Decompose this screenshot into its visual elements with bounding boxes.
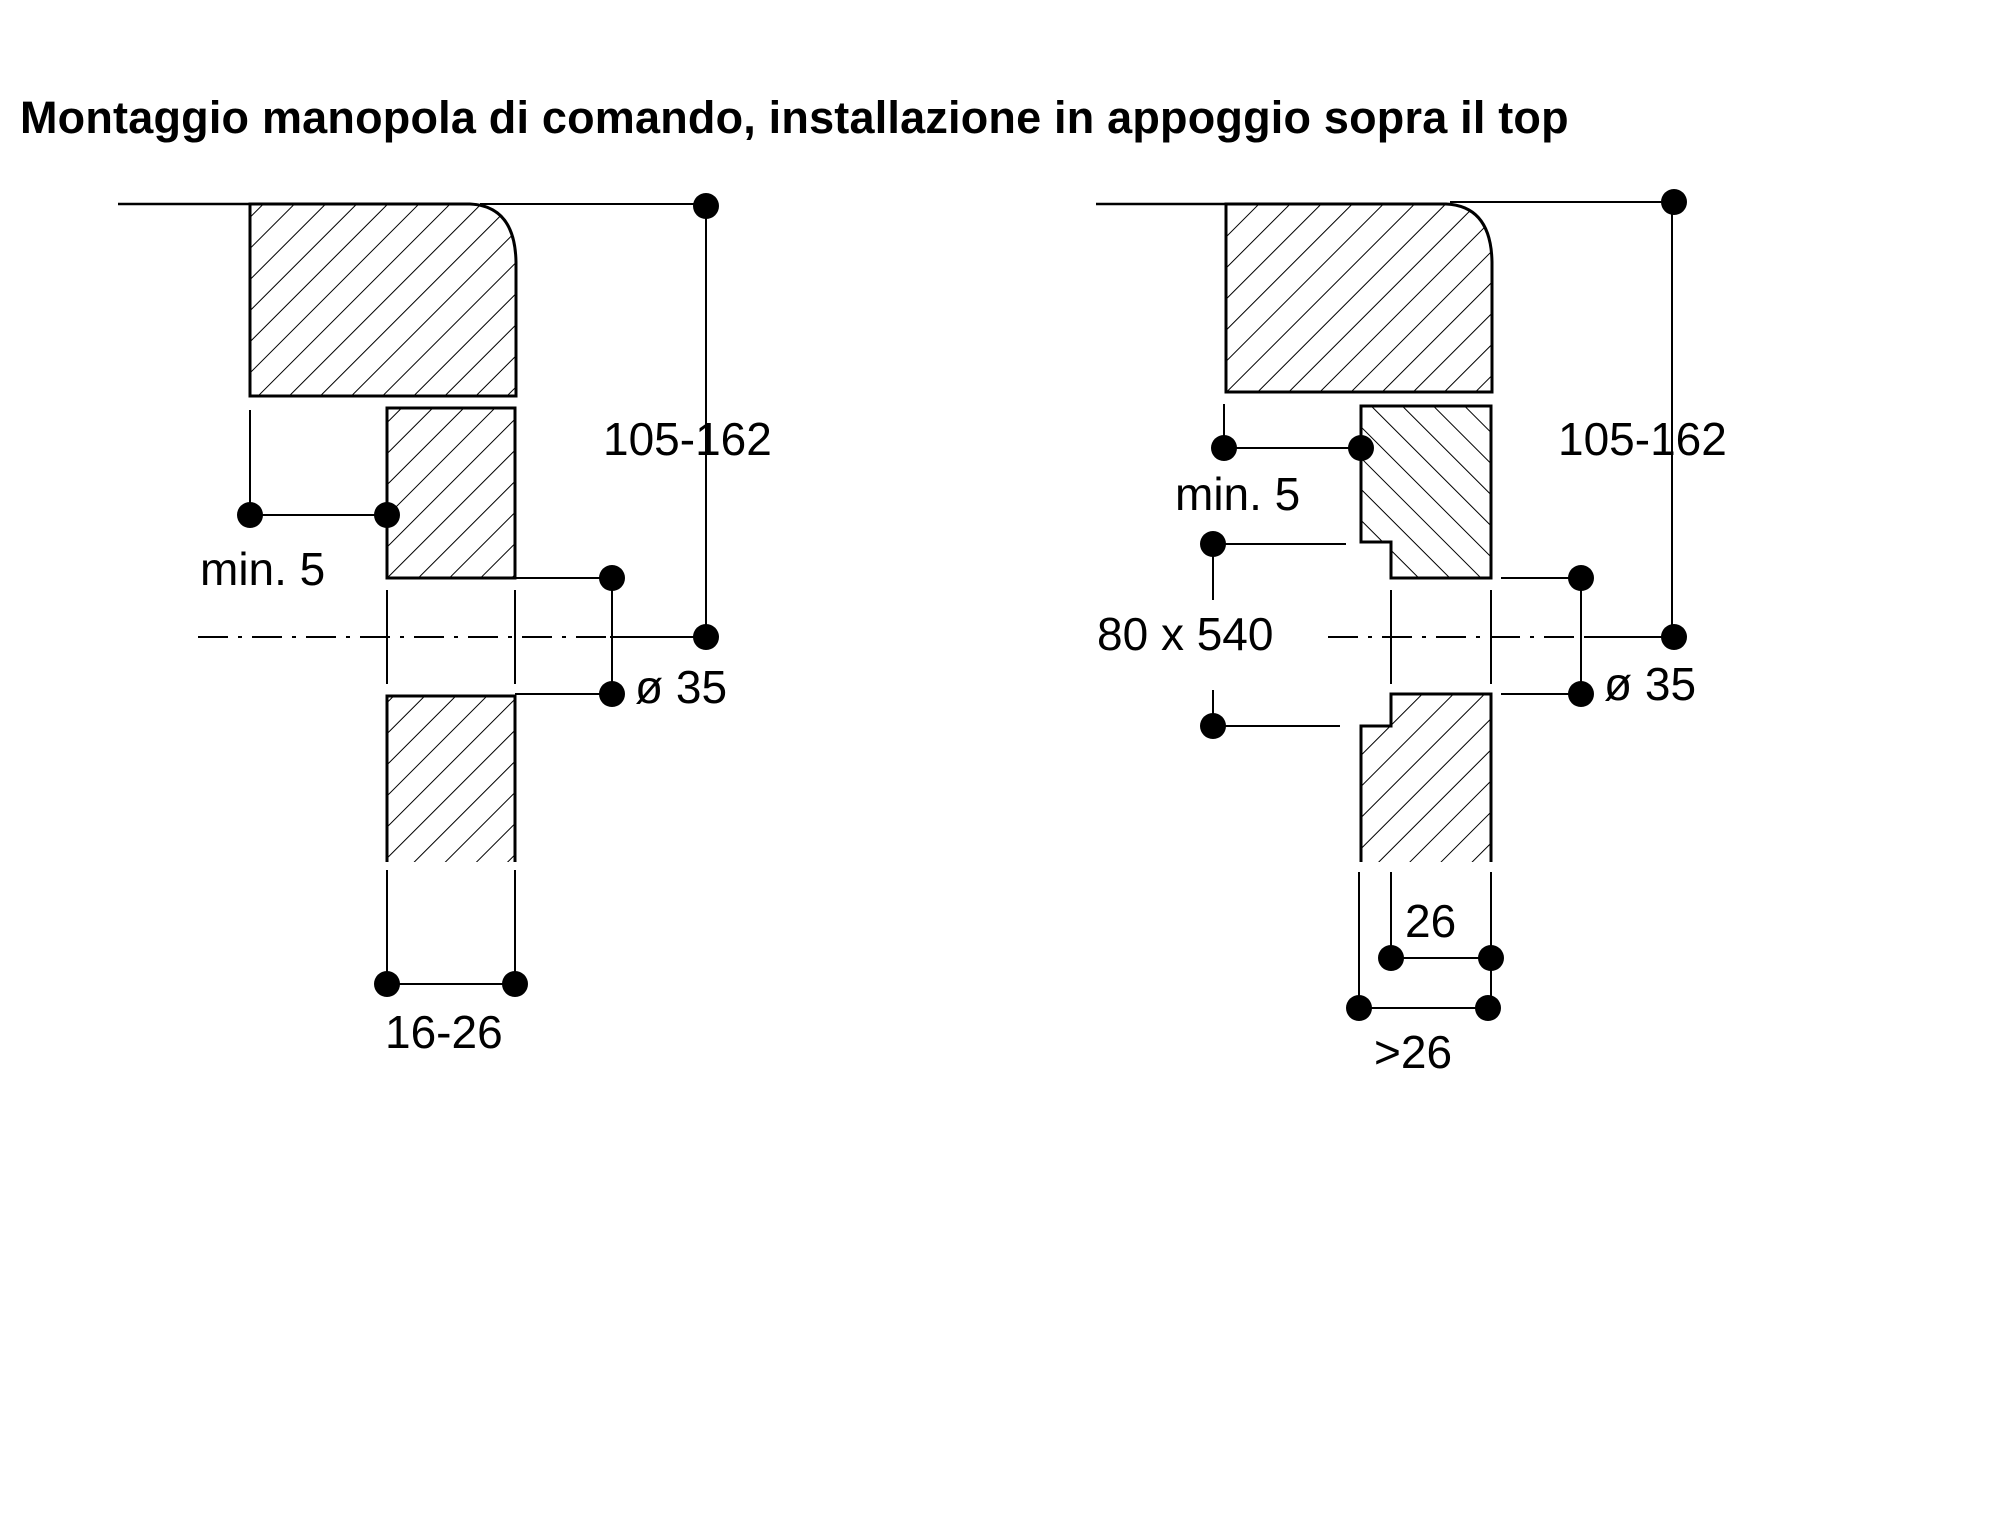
page-title: Montaggio manopola di comando, installaz… (20, 92, 1569, 143)
left-dimension-dots (237, 193, 719, 997)
left-front-panel-upper (385, 406, 517, 580)
left-front-panel-lower (385, 694, 517, 862)
right-outer-thickness-label: >26 (1374, 1026, 1452, 1078)
right-height-range-label: 105-162 (1558, 413, 1727, 465)
right-min-offset-label: min. 5 (1175, 468, 1300, 520)
right-worktop-block (1224, 202, 1494, 394)
right-diagram (1096, 201, 1674, 1009)
right-cutout-size-label: 80 x 540 (1097, 608, 1273, 660)
left-worktop-block (248, 202, 518, 398)
right-dimension-dots (1200, 189, 1687, 1021)
left-diagram (118, 202, 708, 985)
right-hole-diameter-label: ø 35 (1604, 658, 1696, 710)
right-front-panel-lower (1359, 692, 1493, 862)
left-hole-diameter-label: ø 35 (635, 661, 727, 713)
left-panel-thickness-label: 16-26 (385, 1006, 503, 1058)
right-front-panel-upper (1359, 404, 1493, 580)
right-inner-thickness-label: 26 (1405, 895, 1456, 947)
left-min-offset-label: min. 5 (200, 543, 325, 595)
left-height-range-label: 105-162 (603, 413, 772, 465)
